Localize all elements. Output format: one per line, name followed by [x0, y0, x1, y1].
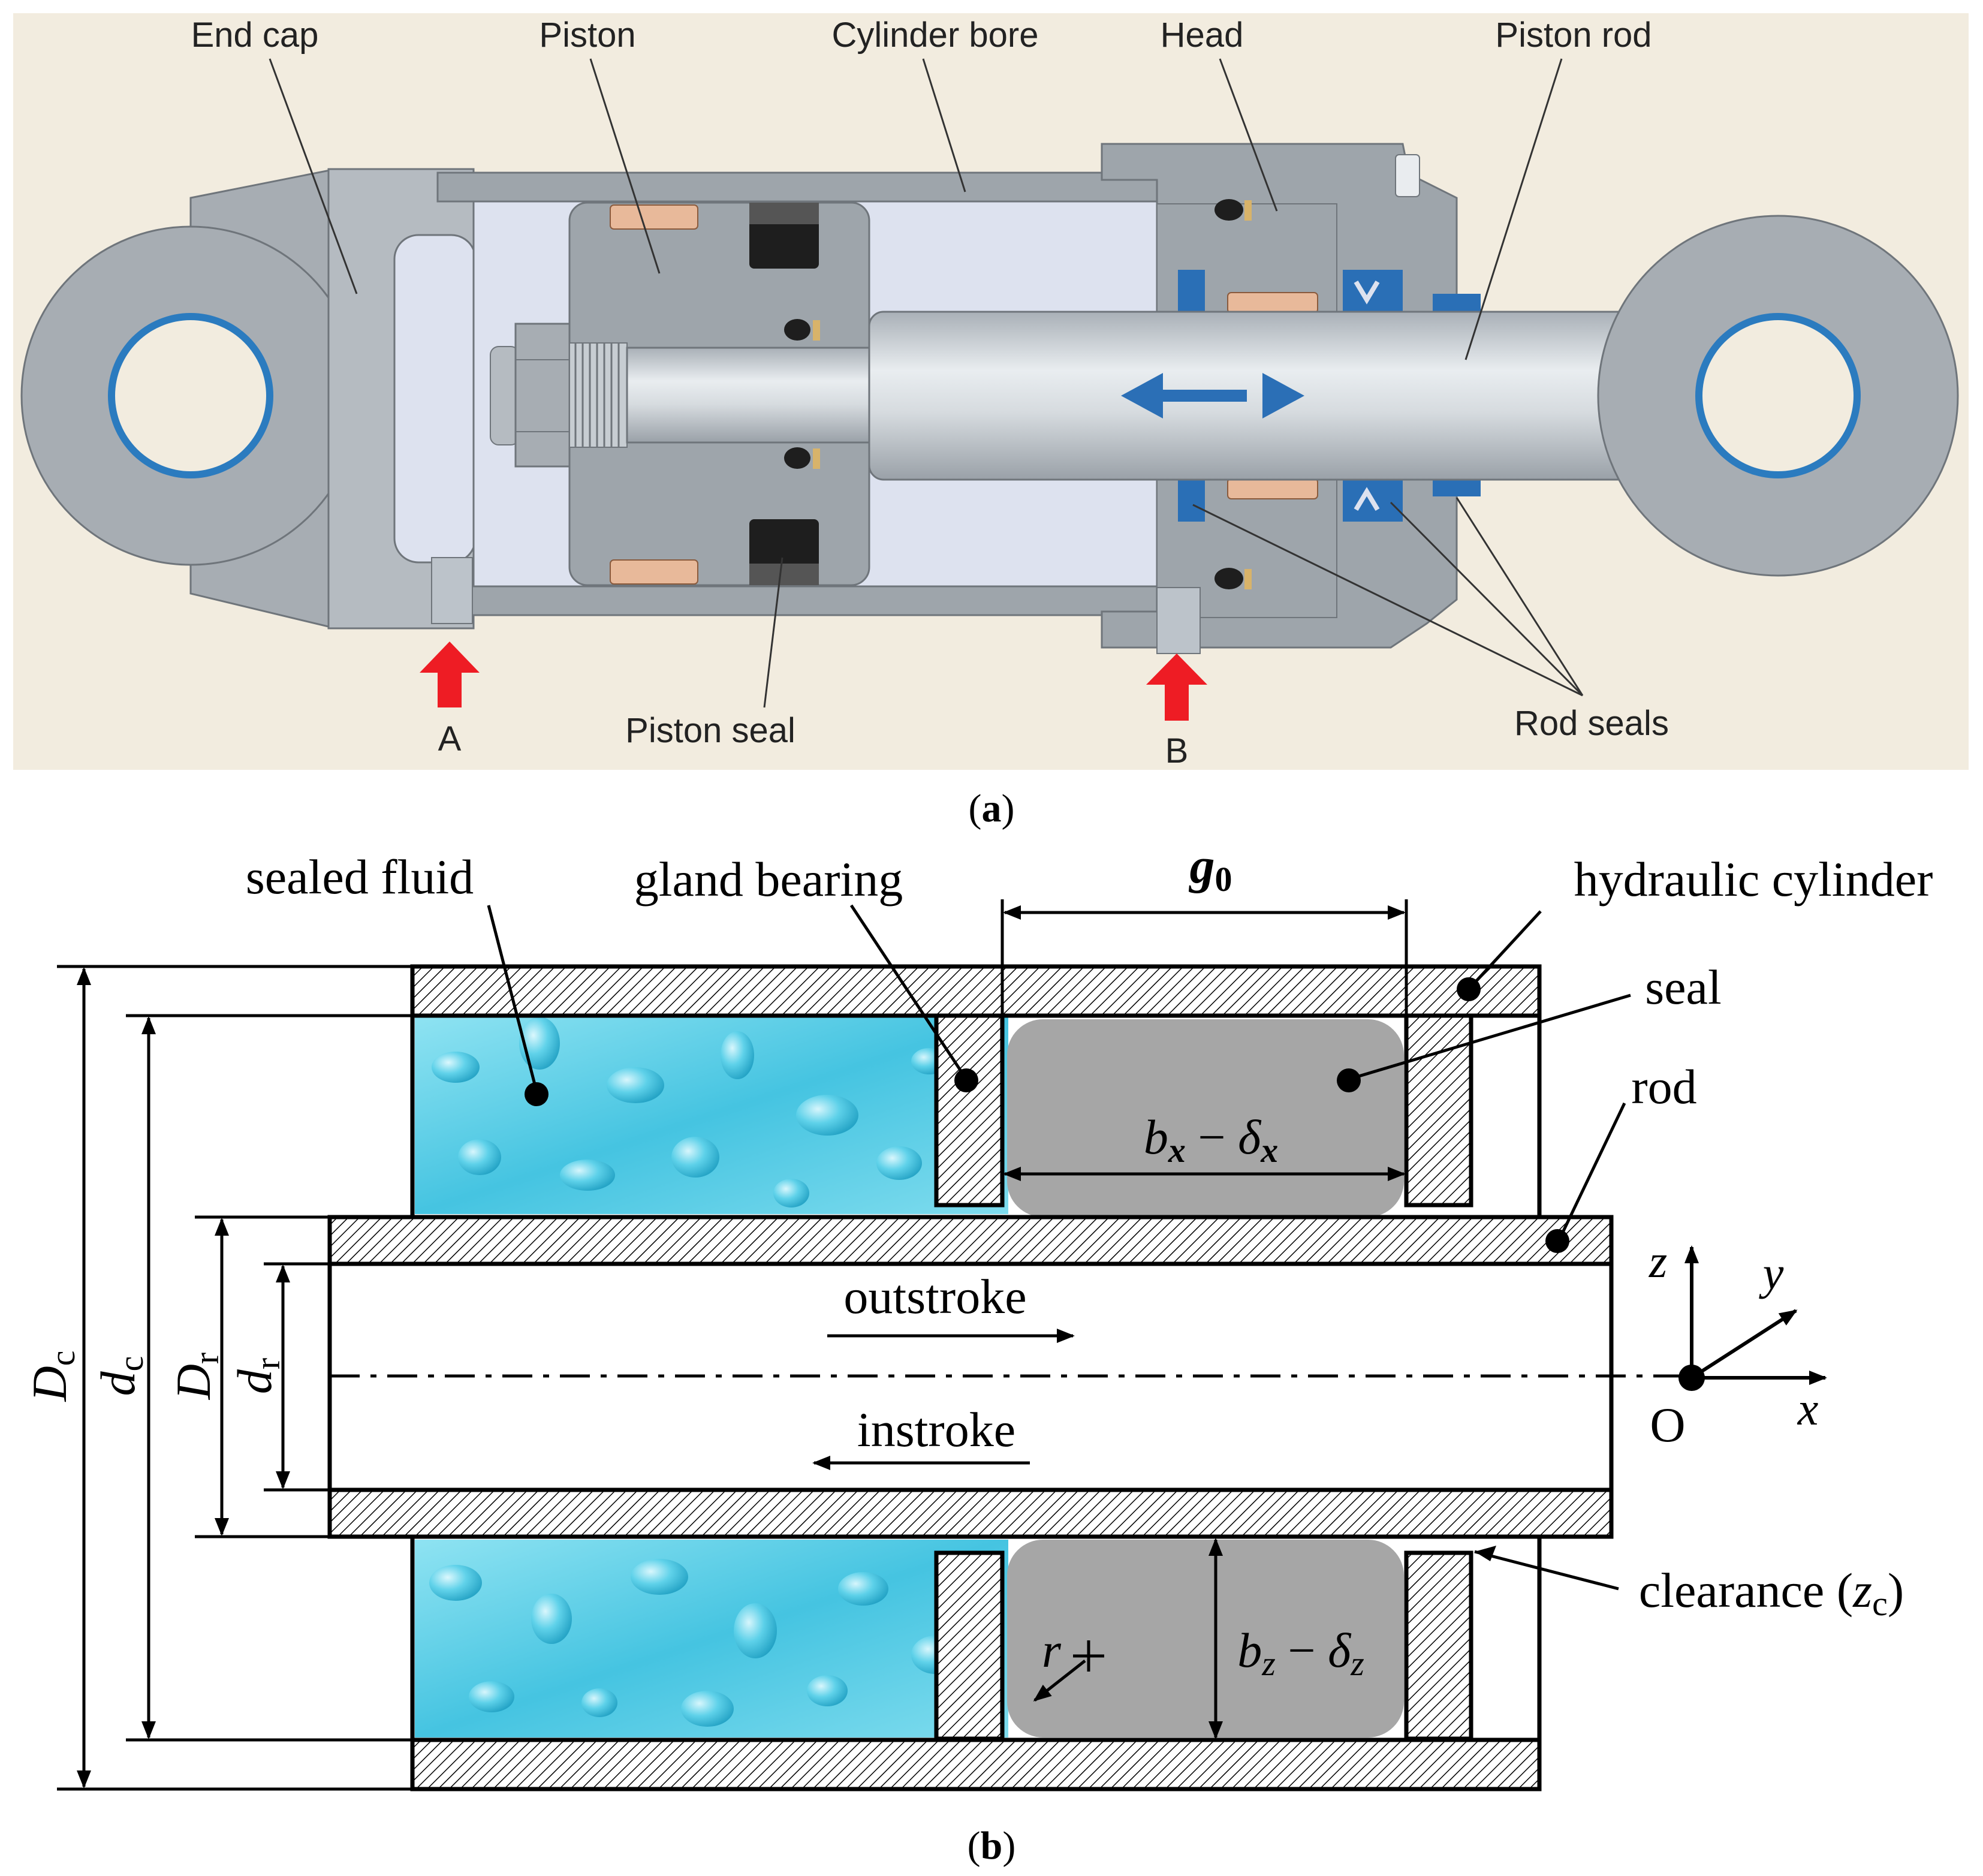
rod-seal-outer-bottom: [1433, 480, 1481, 496]
label-piston-rod: Piston rod: [1495, 16, 1652, 55]
label-gland-bearing: gland bearing: [634, 852, 903, 907]
head-bearing-top: [1227, 292, 1318, 314]
rod-seal-wiper-top: [1178, 270, 1205, 312]
label-cylinder-bore: Cylinder bore: [832, 16, 1039, 55]
label-port-b: B: [1165, 731, 1189, 770]
dimension-lines: [57, 899, 1408, 1791]
leader-dots: [525, 977, 1569, 1253]
label-rod-seals: Rod seals: [1514, 704, 1669, 743]
seal-lower: [1007, 1540, 1404, 1738]
coordinate-axes: [1684, 1245, 1827, 1385]
panel-a-leader-lines: [269, 58, 1584, 708]
label-piston-seal: Piston seal: [625, 711, 795, 750]
panel-b-leader-lines: [487, 904, 1631, 1591]
rod-wall-top: [327, 1215, 1614, 1266]
rod-eye: [1597, 215, 1959, 577]
label-g0: g0: [1189, 838, 1232, 899]
label-piston: Piston: [539, 16, 635, 55]
sealed-fluid-region: [415, 1016, 1008, 1738]
cylinder-wall-bottom: [410, 1738, 1542, 1791]
caption-b: (b): [968, 1824, 1016, 1868]
label-Dc: Dc: [22, 1351, 82, 1402]
rod-wall-bottom: [327, 1487, 1614, 1539]
label-hydraulic-cylinder: hydraulic cylinder: [1574, 852, 1933, 907]
caption-a: (a): [969, 787, 1015, 830]
head-wall-lower: [1404, 1550, 1473, 1741]
label-port-a: A: [438, 719, 462, 758]
label-clearance: clearance (zc): [1639, 1563, 1904, 1623]
label-dr: dr: [227, 1358, 287, 1394]
label-bx-minus-dx: bx − δx: [1144, 1110, 1278, 1170]
label-rod: rod: [1631, 1059, 1696, 1114]
label-sealed-fluid: sealed fluid: [246, 850, 474, 904]
panel-a: End cap Piston Cylinder bore Head Piston…: [13, 13, 1969, 770]
piston-bearing-top: [610, 204, 698, 230]
label-outstroke: outstroke: [843, 1269, 1026, 1324]
port-b-arrow: [1146, 654, 1207, 721]
label-head: Head: [1161, 16, 1244, 55]
gland-bearing-upper: [934, 1013, 1005, 1207]
port-a-arrow: [420, 642, 480, 707]
rod-seal-outer-top: [1433, 294, 1481, 312]
rod-motion-arrow: [1121, 373, 1304, 418]
label-seal: seal: [1645, 960, 1721, 1014]
rod-seal-wiper-bottom: [1178, 480, 1205, 522]
cylinder-wall-top: [410, 964, 1542, 1018]
label-Dr: Dr: [166, 1353, 226, 1401]
piston-rod: [868, 311, 1638, 481]
label-origin: O: [1650, 1398, 1685, 1452]
radius-marker: [1033, 1640, 1104, 1702]
rod-nut: [490, 323, 874, 468]
label-axis-x: x: [1797, 1383, 1819, 1435]
origin-dot: [1678, 1365, 1705, 1391]
head-wall-upper: [1404, 1013, 1473, 1207]
panel-b: sealed fluid gland bearing hydraulic cyl…: [22, 838, 1933, 1791]
piston-bearing-bottom: [610, 559, 698, 585]
label-bz-minus-dz: bz − δz: [1237, 1623, 1364, 1683]
label-axis-z: z: [1649, 1235, 1667, 1287]
gland-bearing-lower: [934, 1550, 1005, 1741]
end-cap-body: [20, 168, 477, 630]
label-end-cap: End cap: [191, 16, 319, 55]
label-instroke: instroke: [857, 1402, 1015, 1457]
label-axis-y: y: [1759, 1247, 1784, 1299]
label-r: r: [1042, 1623, 1062, 1678]
label-dc: dc: [91, 1356, 150, 1396]
head-bearing-bottom: [1227, 478, 1318, 499]
